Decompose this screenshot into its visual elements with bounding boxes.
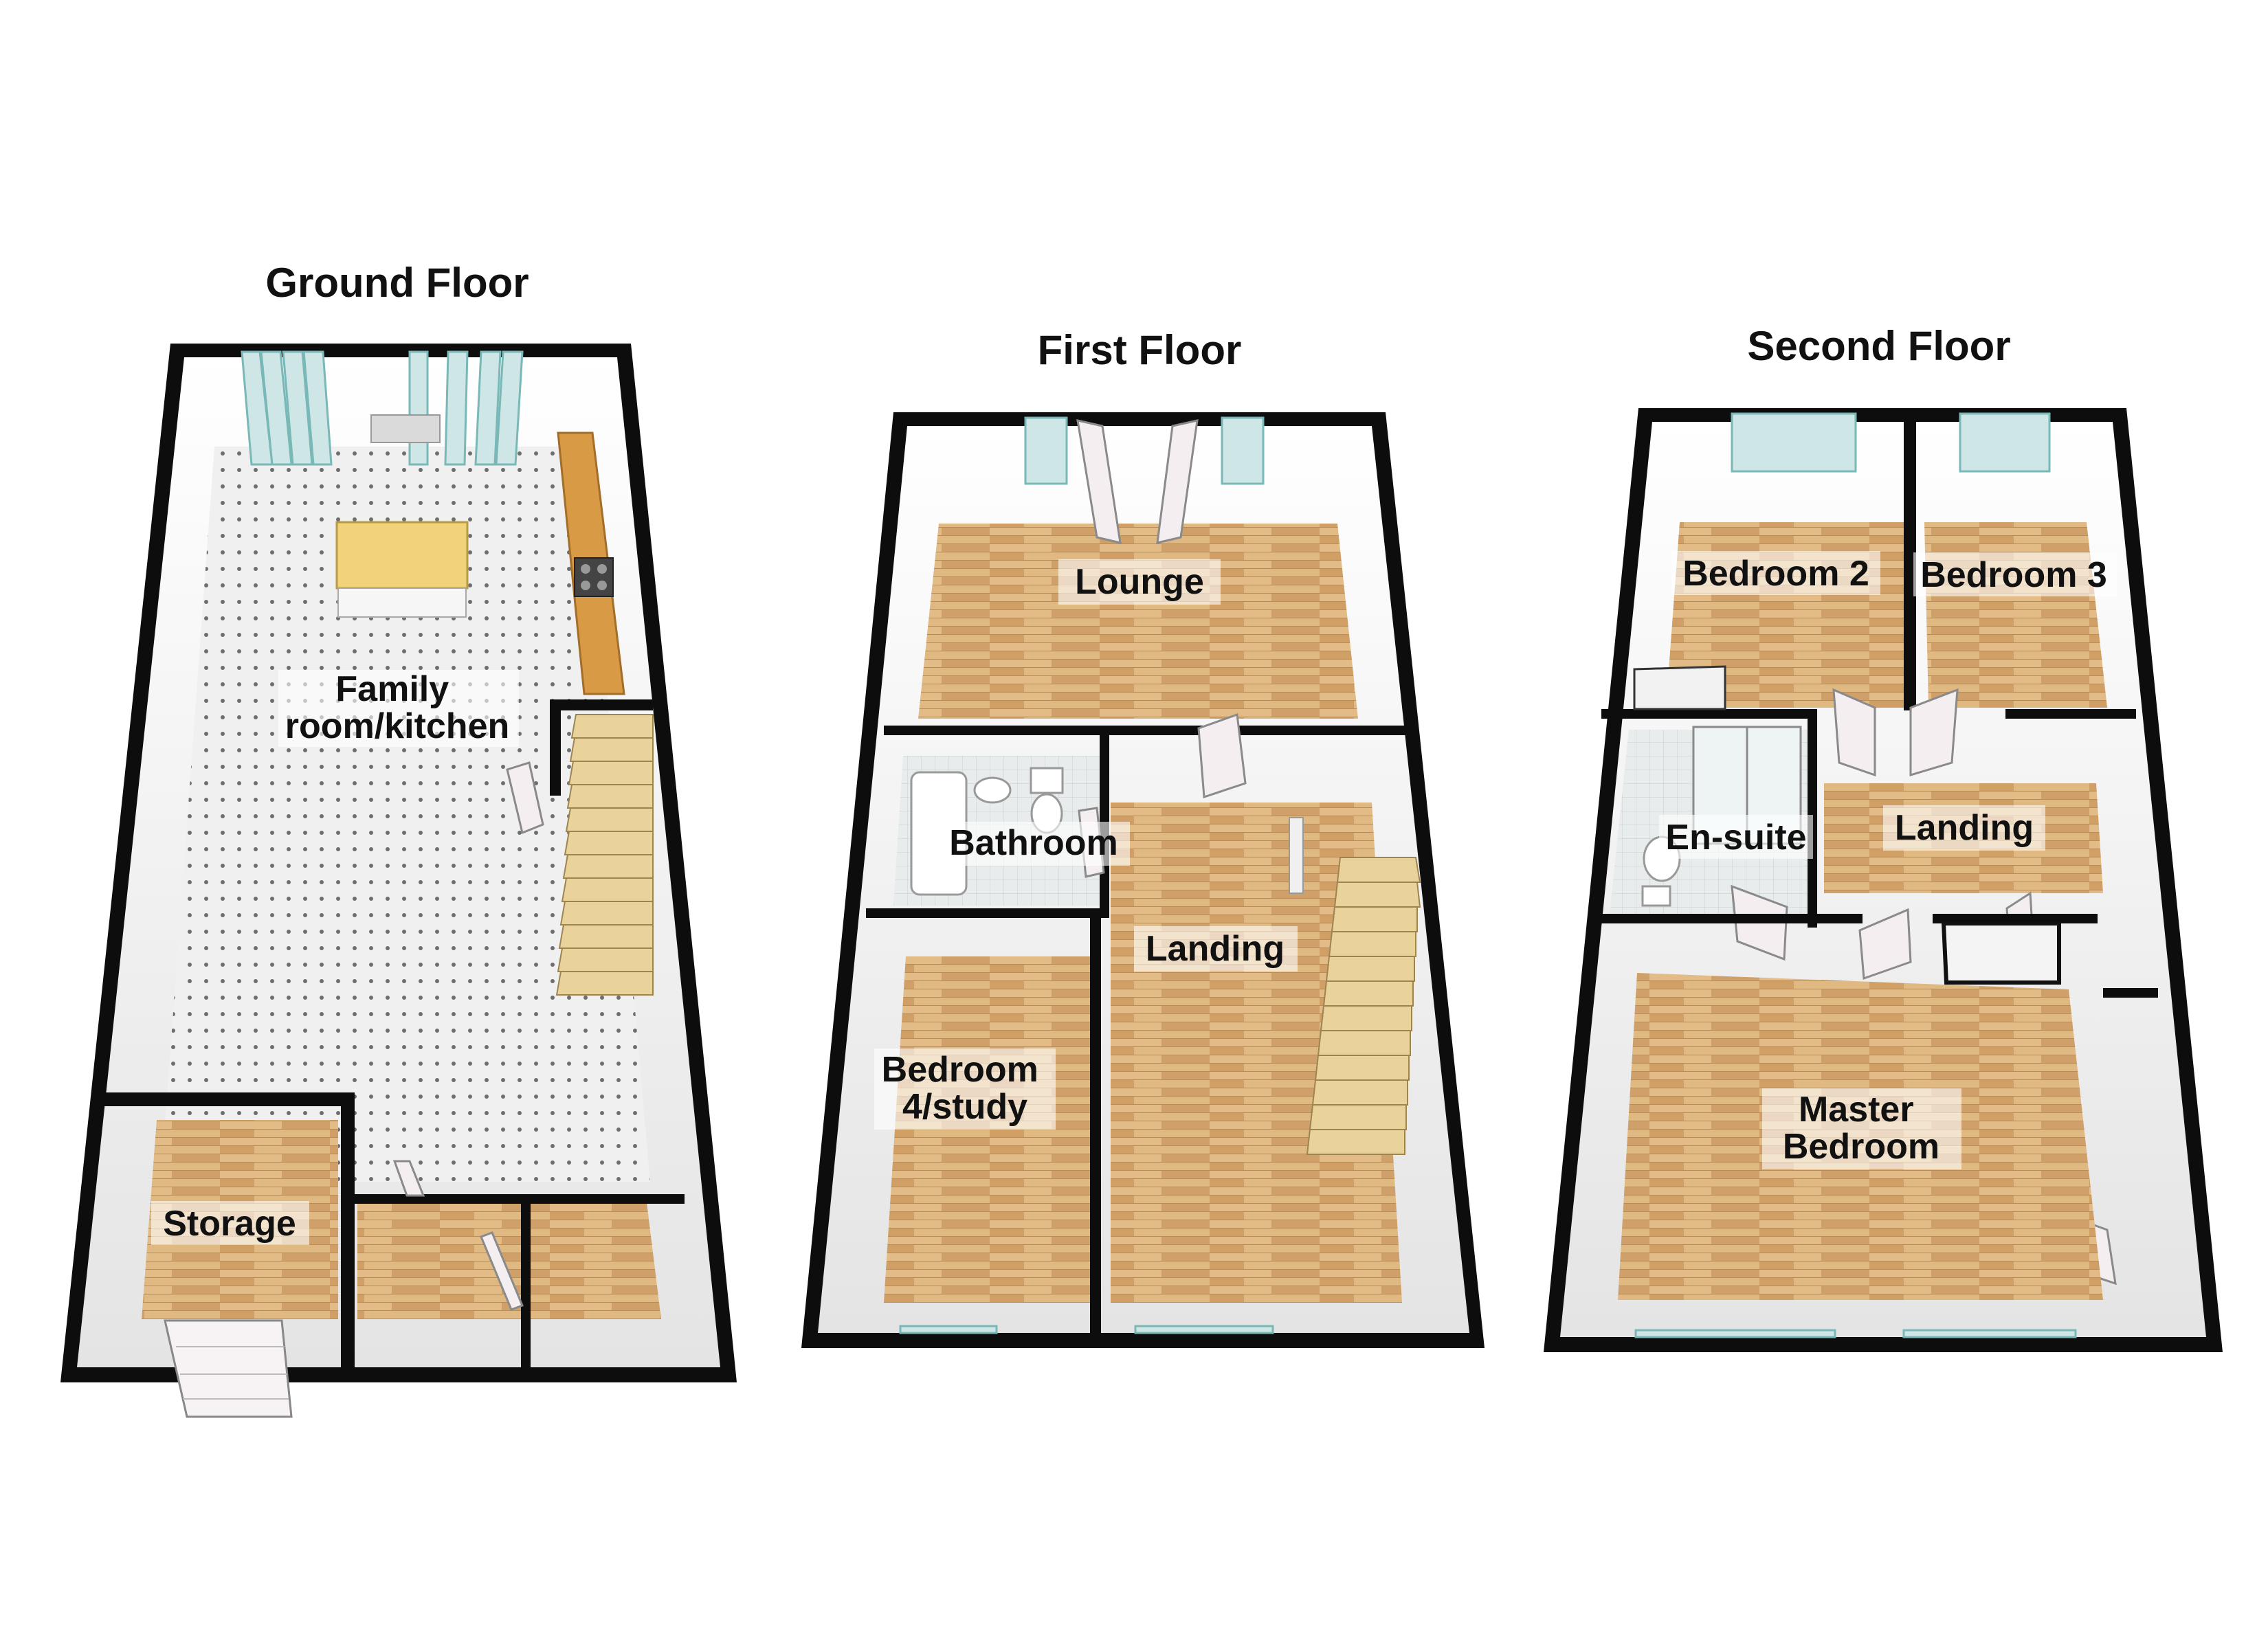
room-label-bedroom-2: Bedroom 2 bbox=[1671, 551, 1880, 595]
room-label-storage: Storage bbox=[151, 1201, 309, 1245]
svg-text:Lounge: Lounge bbox=[1075, 562, 1204, 602]
kitchen-worktop bbox=[557, 431, 625, 695]
room-label-bathroom: Bathroom bbox=[937, 822, 1130, 866]
room-label-family-room-kitchen: Family room/kitchen bbox=[278, 669, 519, 747]
floor-title: First Floor bbox=[1038, 327, 1242, 373]
first-floor-stairs bbox=[1289, 817, 1421, 1155]
svg-text:Master Bedroom: Master Bedroom bbox=[1783, 1090, 1939, 1167]
svg-text:Bathroom: Bathroom bbox=[949, 823, 1118, 863]
svg-text:Bedroom 2: Bedroom 2 bbox=[1682, 554, 1869, 594]
front-door bbox=[164, 1319, 293, 1418]
svg-text:Storage: Storage bbox=[163, 1204, 296, 1244]
room-label-bedroom-3: Bedroom 3 bbox=[1913, 552, 2117, 596]
svg-text:En-suite: En-suite bbox=[1665, 818, 1806, 857]
svg-text:Bedroom 4/study: Bedroom 4/study bbox=[882, 1050, 1049, 1127]
first-floor: First Floor bbox=[801, 327, 1485, 1348]
room-label-master-bedroom: Master Bedroom bbox=[1762, 1088, 1961, 1169]
family-room-floor bbox=[161, 447, 650, 1182]
ground-floor: Ground Floor bbox=[60, 260, 737, 1418]
second-floor: Second Floor bbox=[1544, 323, 2223, 1352]
bifold-doors bbox=[241, 350, 524, 466]
svg-text:Family room/kitchen: Family room/kitchen bbox=[285, 669, 510, 746]
kitchen-island bbox=[335, 521, 469, 618]
room-label-lounge: Lounge bbox=[1058, 559, 1221, 605]
svg-text:Bedroom 3: Bedroom 3 bbox=[1920, 555, 2107, 595]
room-label-landing: Landing bbox=[1883, 805, 2045, 851]
floor-title: Ground Floor bbox=[265, 260, 529, 306]
lounge-floor bbox=[918, 524, 1358, 719]
ground-floor-stairs bbox=[555, 714, 654, 996]
floor-title: Second Floor bbox=[1747, 323, 2010, 369]
svg-text:Landing: Landing bbox=[1895, 808, 2034, 848]
room-label-en-suite: En-suite bbox=[1659, 815, 1813, 859]
room-label-bedroom-4-study: Bedroom 4/study bbox=[874, 1048, 1056, 1130]
room-label-landing: Landing bbox=[1134, 926, 1298, 972]
svg-text:Landing: Landing bbox=[1146, 929, 1285, 969]
